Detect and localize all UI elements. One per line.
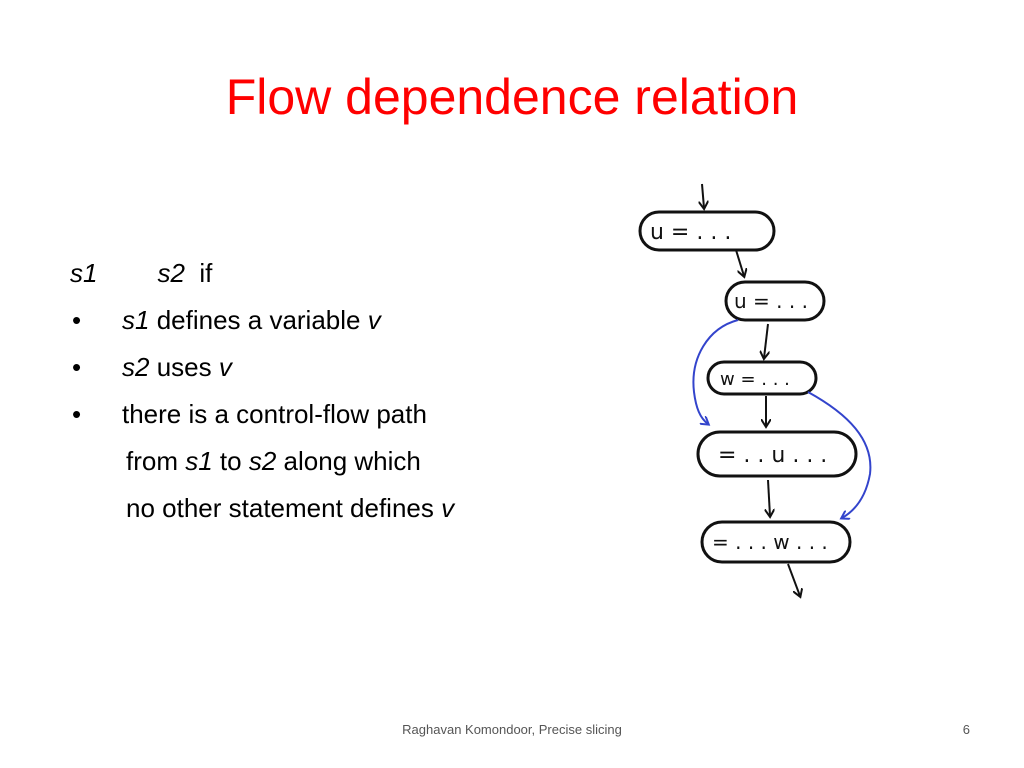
bullet-text-part: there is a control-flow path bbox=[122, 399, 427, 429]
continuation-part: no other statement defines bbox=[126, 493, 442, 523]
bullet-item: • s2 uses v bbox=[70, 344, 630, 391]
flow-arrow bbox=[764, 323, 768, 358]
slide-footer: Raghavan Komondoor, Precise slicing bbox=[402, 722, 622, 737]
bullet-dot: • bbox=[72, 352, 82, 382]
entry-arrow bbox=[702, 183, 704, 208]
bullet-dot: • bbox=[72, 399, 82, 429]
bullet-item: • s1 defines a variable v bbox=[70, 297, 630, 344]
continuation-part: from bbox=[126, 446, 186, 476]
bullet-dot: • bbox=[72, 305, 82, 335]
cfg-node: = . . u . . . bbox=[696, 430, 858, 478]
bullet-text-part: v bbox=[218, 352, 232, 382]
bullet-text-part: defines a variable bbox=[149, 305, 368, 335]
slide-title: Flow dependence relation bbox=[225, 69, 799, 125]
page-number: 6 bbox=[962, 722, 970, 737]
definition-heading: s1 s2 if bbox=[70, 250, 630, 297]
cfg-node: u = . . . bbox=[724, 280, 826, 322]
continuation-part: along which bbox=[276, 446, 421, 476]
flow-arrow bbox=[735, 249, 744, 276]
bullet-text-part: uses bbox=[149, 352, 219, 382]
node-label: u = . . . bbox=[650, 220, 731, 245]
bullet-continuation: no other statement defines v bbox=[70, 485, 630, 532]
bullet-item: • there is a control-flow path bbox=[70, 391, 630, 438]
flow-dependence-edge bbox=[807, 391, 872, 518]
exit-arrow bbox=[787, 563, 800, 596]
heading-s1: s1 bbox=[70, 258, 98, 288]
cfg-node: = . . . w . . . bbox=[700, 520, 852, 564]
node-label: = . . u . . . bbox=[718, 443, 827, 468]
bullet-text-part: s2 bbox=[122, 352, 150, 382]
continuation-part: to bbox=[212, 446, 249, 476]
node-label: = . . . w . . . bbox=[712, 530, 828, 554]
heading-if: if bbox=[199, 258, 213, 288]
bullet-continuation: from s1 to s2 along which bbox=[70, 438, 630, 485]
cfg-node: u = . . . bbox=[638, 210, 776, 252]
bullet-text-part: v bbox=[367, 305, 381, 335]
flow-dependence-edge bbox=[692, 319, 739, 424]
continuation-part: s2 bbox=[248, 446, 277, 476]
heading-s2: s2 bbox=[157, 258, 185, 288]
bullet-text-part: s1 bbox=[122, 305, 150, 335]
continuation-part: s1 bbox=[185, 446, 213, 476]
control-flow-diagram: u = . . . u = . . . w = . . . = . . u . … bbox=[638, 183, 872, 604]
flow-arrow bbox=[768, 479, 770, 516]
cfg-node: w = . . . bbox=[706, 360, 818, 396]
node-label: w = . . . bbox=[720, 369, 790, 390]
continuation-part: v bbox=[441, 493, 455, 523]
node-label: u = . . . bbox=[734, 289, 808, 313]
